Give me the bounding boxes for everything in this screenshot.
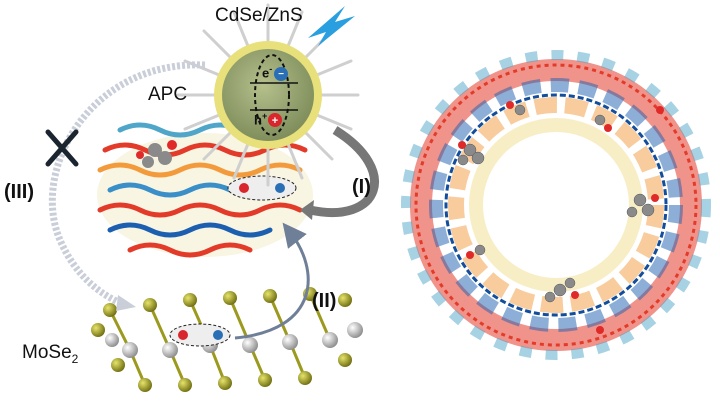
electron-icon: [213, 330, 223, 340]
electron-icon: [274, 67, 288, 81]
hole-label: h+: [254, 111, 267, 127]
apc-label: APC: [148, 84, 188, 105]
hole-label-text: h: [254, 112, 262, 128]
svg-text:+: +: [272, 115, 278, 127]
hole-label-sup: +: [261, 111, 268, 121]
arrow-pathway-2: [234, 222, 310, 340]
arrow-pathway-3: [48, 61, 206, 309]
hole-icon: [178, 330, 188, 340]
electron-label-sup: -: [269, 64, 273, 74]
arrow-pathway-1: [309, 126, 379, 217]
mose2-label-subscript: 2: [71, 351, 79, 366]
apc-protein-ring: [401, 50, 711, 360]
pathway-3-label: (III): [4, 181, 34, 203]
quantum-dot-label: CdSe/ZnS: [215, 5, 303, 26]
apc-protein: [97, 122, 313, 258]
hole-icon: [268, 113, 282, 127]
mose2-label: MoSe2: [22, 342, 78, 366]
blocked-x-icon: [45, 129, 79, 167]
hole-icon: [239, 183, 249, 193]
electron-icon: [275, 183, 285, 193]
electron-label-text: e: [262, 65, 270, 81]
quantum-dot: − +: [176, 3, 360, 187]
pathway-1-label: (I): [352, 176, 371, 198]
mose2-label-main: MoSe: [22, 342, 72, 363]
pathway-2-label: (II): [312, 290, 337, 312]
svg-text:−: −: [278, 69, 284, 80]
mose2-lattice: [91, 287, 363, 392]
lightning-icon: [308, 6, 355, 46]
electron-label: e-: [262, 64, 272, 80]
